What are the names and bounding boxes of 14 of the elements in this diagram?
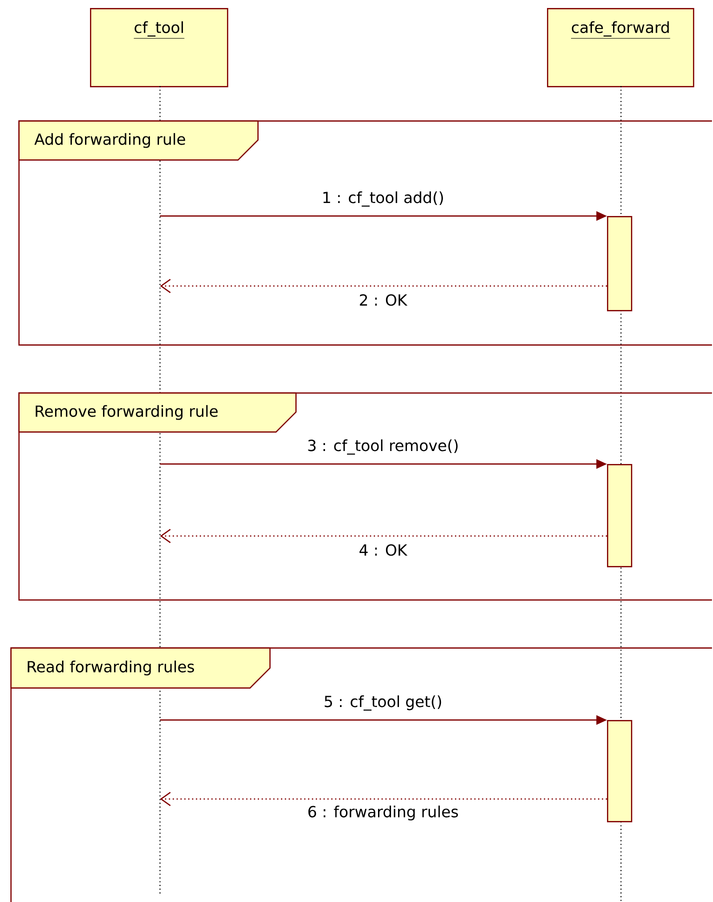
activation-bar (607, 216, 632, 312)
edge-label: 6 : forwarding rules (308, 806, 458, 820)
edge-label: 1 : cf_tool add() (323, 191, 443, 207)
message-arrow (160, 278, 607, 294)
activation-bar (607, 720, 632, 822)
edge-label: 3 : cf_tool remove() (308, 439, 458, 455)
edge-label: 5 : cf_tool get() (324, 695, 442, 711)
participant-box: cf_tool (90, 8, 228, 88)
message-arrow (160, 528, 607, 544)
participant-box: cafe_forward (547, 8, 694, 88)
edge-label: 2 : OK (360, 294, 408, 306)
activation-bar (607, 464, 632, 568)
edge-label: 4 : OK (360, 544, 408, 556)
message-arrow (160, 792, 607, 806)
